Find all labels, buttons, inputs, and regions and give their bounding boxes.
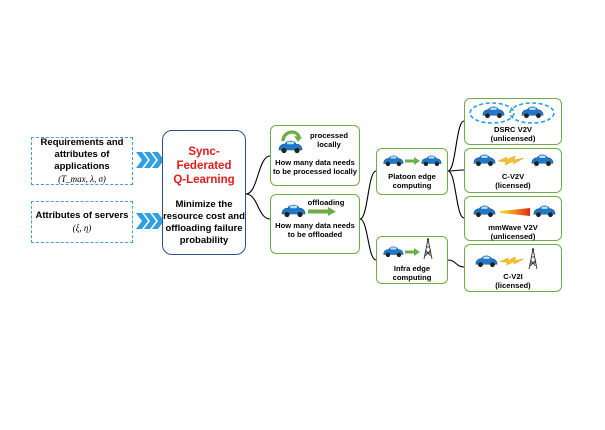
sync-federated-q-learning-box: Sync-Federated Q-Learning Minimize the r… <box>162 130 246 255</box>
cv2v-note: (licensed) <box>495 181 531 190</box>
requirements-params: (T_max, λ, σ) <box>58 174 106 184</box>
connector-infra-cv2i <box>447 259 465 268</box>
cv2v-label: C-V2V <box>501 172 525 181</box>
dsrc-note: (unlicensed) <box>490 134 536 143</box>
car-icon <box>278 140 303 154</box>
infra-edge-computing-box <box>376 236 448 284</box>
offload-icon-label: offloading <box>307 198 345 207</box>
mmwave-note: (unlicensed) <box>490 232 536 241</box>
platoon-edge-computing-box <box>376 148 448 195</box>
infra-label: Infra edge computing <box>392 264 432 282</box>
dsrc-label: DSRC V2V <box>494 125 532 134</box>
chevron-arrow-icon <box>136 213 164 229</box>
platoon-label: Platoon edge computing <box>388 172 436 190</box>
dsrc-range-icon <box>469 102 555 124</box>
car-icon <box>421 155 442 167</box>
car-icon <box>281 204 306 218</box>
car-icon <box>383 246 404 258</box>
c-v2i-box <box>464 244 562 292</box>
car-icon <box>521 106 544 119</box>
center-title-line1: Sync-Federated <box>176 146 232 172</box>
offloading-box <box>270 194 360 254</box>
servers-text: Attributes of servers <box>35 210 129 221</box>
mmwave-v2v-box <box>464 196 562 241</box>
car-icon <box>473 205 496 218</box>
chevron-arrow-icon <box>136 152 164 168</box>
car-icon <box>473 154 496 167</box>
connector-offload-infra <box>359 218 377 261</box>
cv2i-note: (licensed) <box>495 281 531 290</box>
signal-tower-icon <box>528 248 538 270</box>
center-title-line2: Q-Learning <box>173 174 235 186</box>
curved-arrow-icon <box>281 130 302 142</box>
cv2i-label: C-V2I <box>503 272 523 281</box>
car-icon <box>383 155 404 167</box>
local-icon-label: processed locally <box>310 131 348 149</box>
right-arrow-icon <box>405 157 420 165</box>
connector-center-offload <box>245 193 271 220</box>
connector-platoon-mmwave <box>447 170 465 219</box>
signal-tower-icon <box>423 238 433 260</box>
right-arrow-icon <box>405 248 420 256</box>
local-caption: How many data needs to be processed loca… <box>273 158 357 176</box>
center-description: Minimize the resource cost and offloadin… <box>163 199 245 246</box>
connector-platoon-cv2v <box>447 169 465 172</box>
car-icon <box>475 255 498 268</box>
requirements-box: Requirements and attributes of applicati… <box>31 137 133 185</box>
servers-params: (ξ, η) <box>72 223 92 233</box>
lightning-signal-icon <box>500 256 524 266</box>
connector-offload-platoon <box>359 170 377 220</box>
car-icon <box>482 106 505 119</box>
offload-caption: How many data needs to be offloaded <box>275 221 355 239</box>
mmwave-beam-icon <box>500 208 530 216</box>
right-arrow-icon <box>308 207 336 216</box>
lightning-signal-icon <box>498 155 524 166</box>
connector-platoon-dsrc <box>447 120 465 172</box>
servers-box: Attributes of servers (ξ, η) <box>31 201 133 243</box>
car-icon <box>533 205 556 218</box>
connector-center-local <box>245 155 271 195</box>
mmwave-label: mmWave V2V <box>488 223 538 232</box>
car-icon <box>531 154 554 167</box>
requirements-text: Requirements and attributes of applicati… <box>40 137 124 172</box>
